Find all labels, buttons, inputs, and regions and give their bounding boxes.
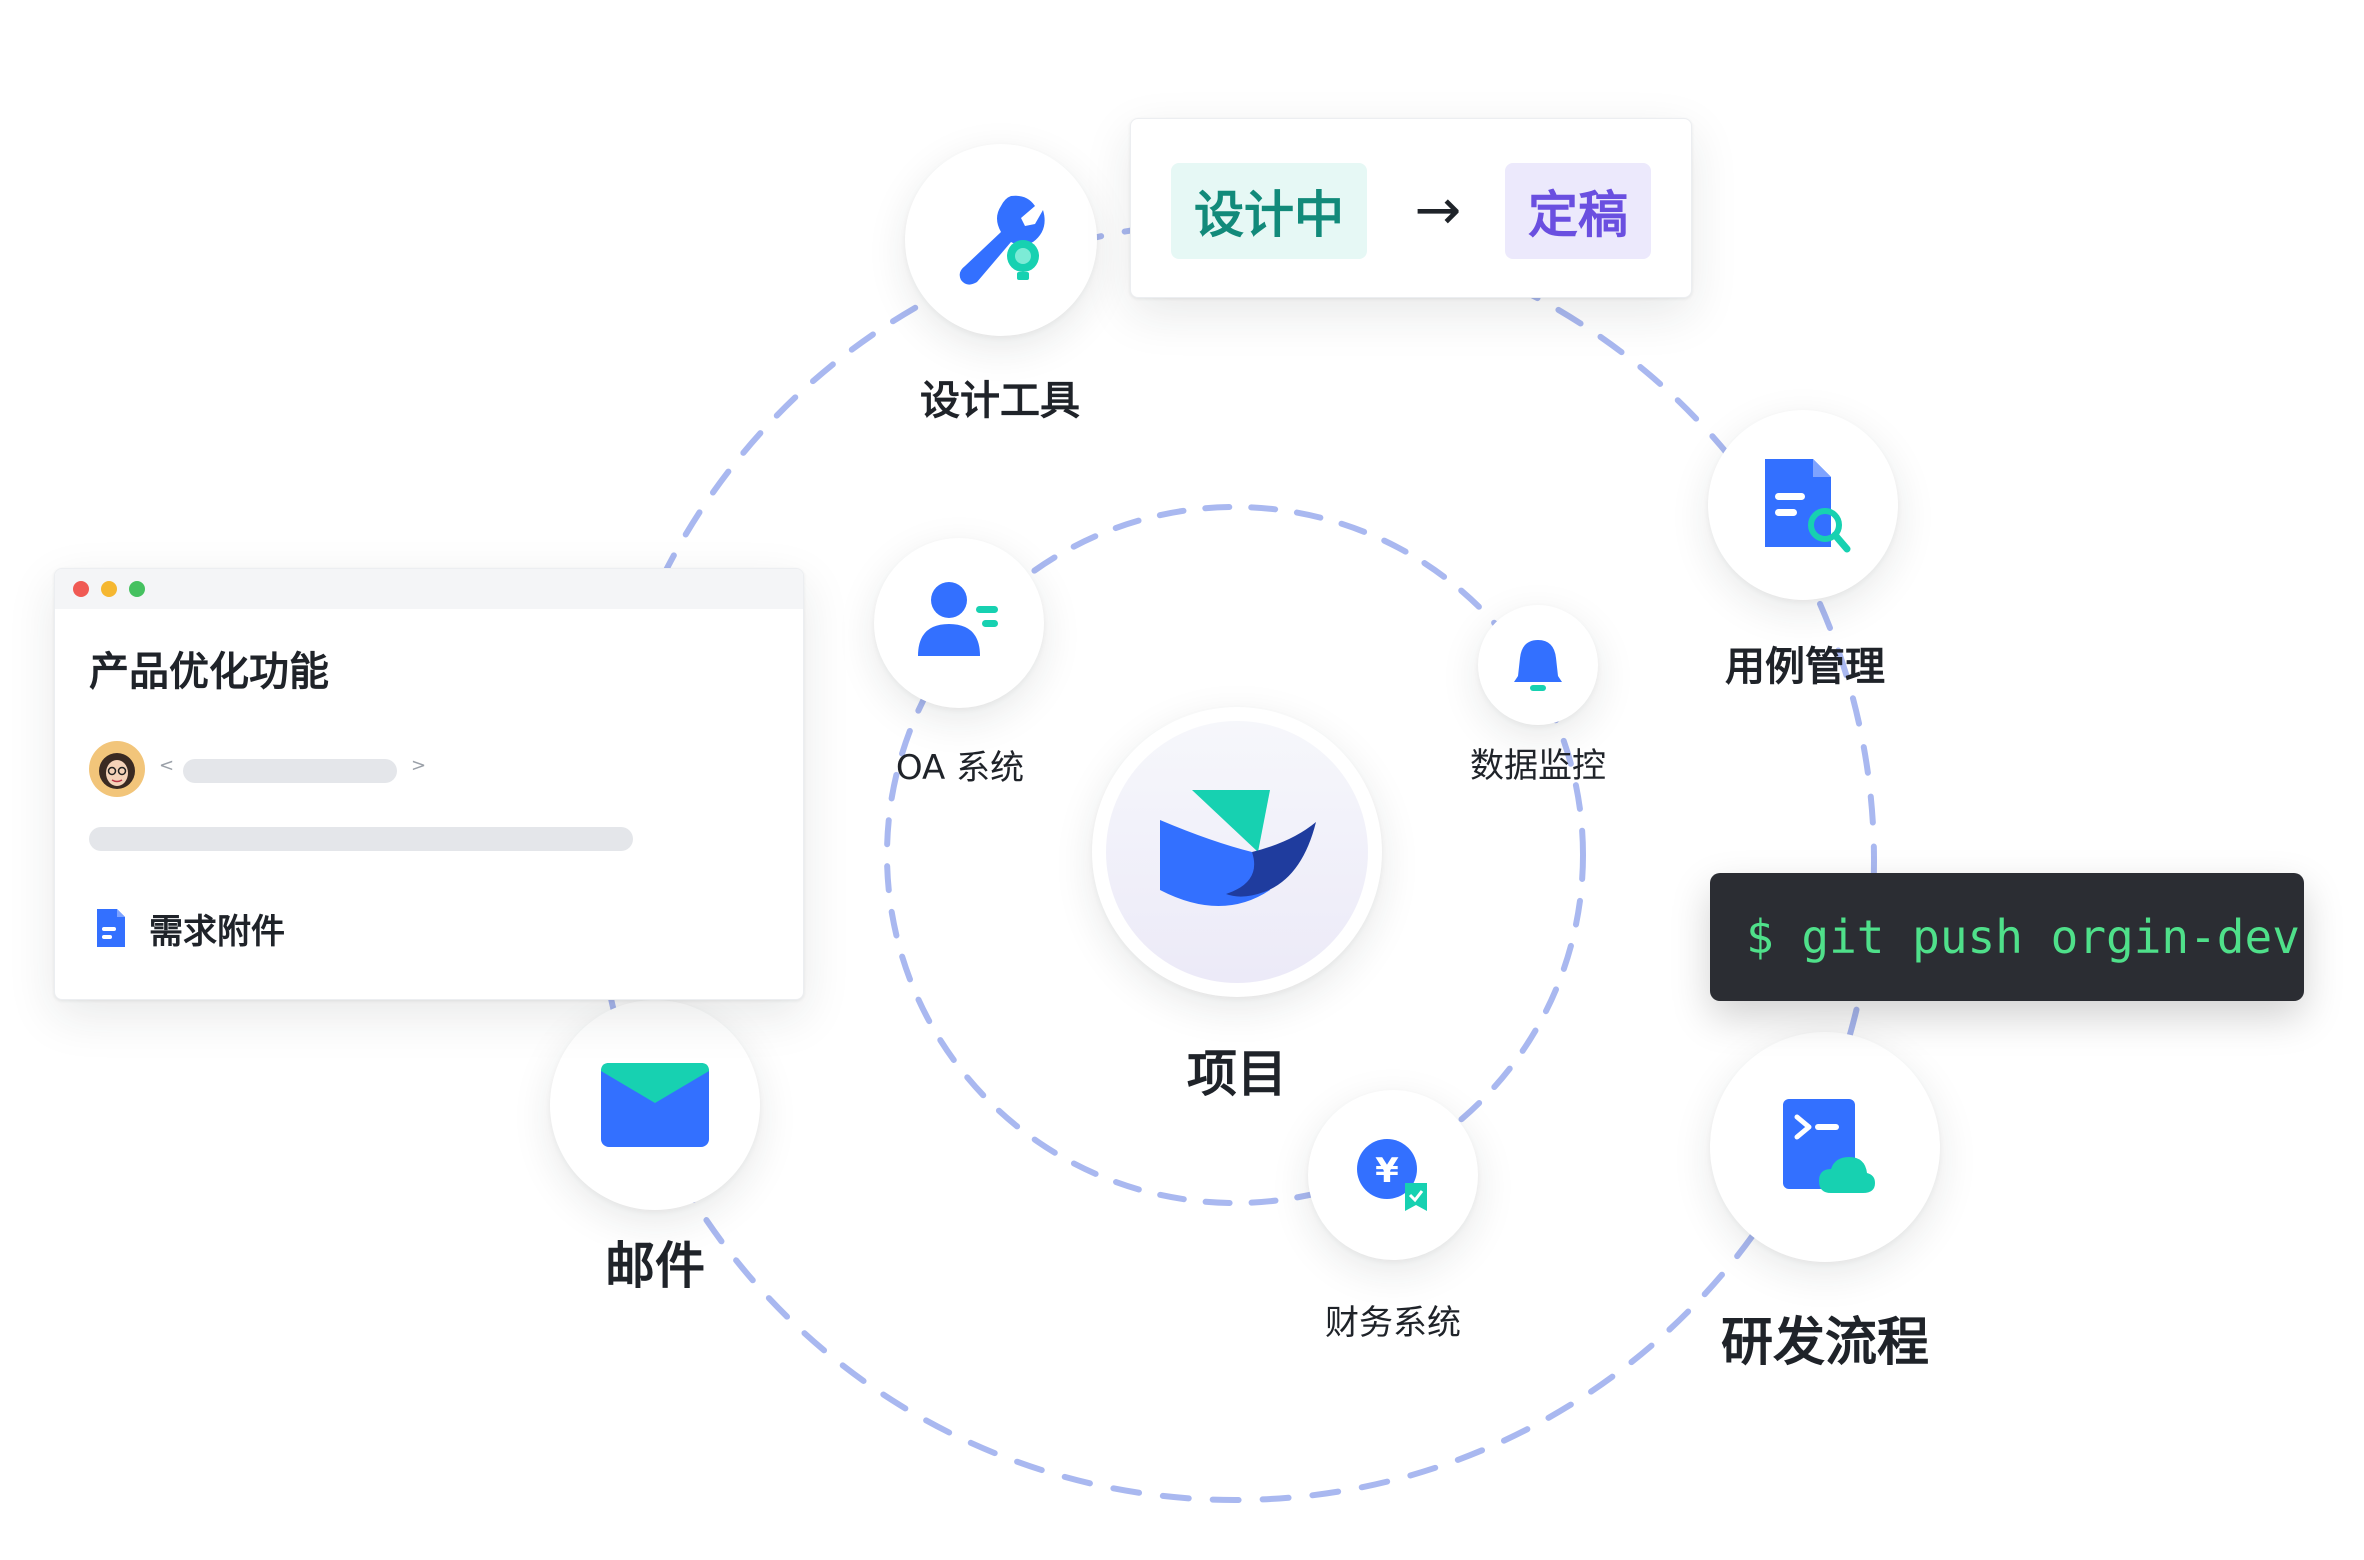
svg-text:¥: ¥ — [1375, 1151, 1399, 1191]
center-label: 项目 — [1187, 1045, 1287, 1103]
inner-orbit — [884, 504, 1586, 1206]
document-search-icon — [1765, 459, 1851, 553]
finance-system-node[interactable]: ¥ — [1308, 1090, 1478, 1260]
user-icon — [918, 582, 998, 656]
task-title: 产品优化功能 — [89, 649, 329, 695]
mail-label: 邮件 — [605, 1237, 705, 1295]
oa-system-node[interactable] — [874, 538, 1044, 708]
terminal-cloud-icon — [1783, 1099, 1875, 1193]
window-minimize-dot[interactable] — [101, 581, 117, 597]
data-monitor-label: 数据监控 — [1470, 746, 1606, 786]
attachment-label: 需求附件 — [149, 911, 285, 952]
test-case-node[interactable] — [1708, 410, 1898, 600]
content-placeholder-bar — [89, 827, 633, 851]
terminal-card: $ git push orgin-dev — [1710, 873, 2304, 1001]
nav-prev-icon[interactable]: < — [159, 755, 175, 776]
center-node[interactable] — [1092, 707, 1382, 997]
avatar[interactable] — [89, 741, 145, 797]
yen-coin-icon: ¥ — [1357, 1139, 1427, 1211]
window-titlebar — [55, 569, 803, 609]
finance-system-label: 财务系统 — [1325, 1303, 1461, 1343]
window-close-dot[interactable] — [73, 581, 89, 597]
status-to-pill[interactable]: 定稿 — [1505, 163, 1651, 259]
author-placeholder-bar — [183, 759, 397, 783]
bell-icon — [1514, 640, 1562, 691]
nav-next-icon[interactable]: > — [411, 755, 427, 776]
window-maximize-dot[interactable] — [129, 581, 145, 597]
wrench-lightbulb-icon — [959, 195, 1045, 285]
dev-flow-label: 研发流程 — [1720, 1313, 1929, 1373]
design-tool-node[interactable] — [905, 144, 1097, 336]
oa-system-label: OA 系统 — [895, 748, 1025, 788]
test-case-label: 用例管理 — [1725, 644, 1885, 690]
status-from-pill[interactable]: 设计中 — [1171, 163, 1367, 259]
avatar-face-icon — [99, 753, 135, 789]
file-doc-icon — [97, 909, 125, 947]
status-arrow-icon: → — [1414, 178, 1462, 243]
mail-node[interactable] — [550, 1000, 760, 1210]
terminal-command: $ git push orgin-dev — [1746, 910, 2300, 964]
envelope-icon — [601, 1063, 709, 1147]
dev-flow-node[interactable] — [1710, 1032, 1940, 1262]
project-bird-logo-icon — [1160, 790, 1316, 906]
design-status-card: 设计中 → 定稿 — [1130, 118, 1692, 298]
design-tool-label: 设计工具 — [920, 378, 1080, 424]
center-inner-disc — [1106, 721, 1368, 983]
attachment-row[interactable]: 需求附件 — [95, 903, 285, 953]
task-window-card: 产品优化功能 < > 需求附件 — [54, 568, 804, 1000]
data-monitor-node[interactable] — [1478, 605, 1598, 725]
